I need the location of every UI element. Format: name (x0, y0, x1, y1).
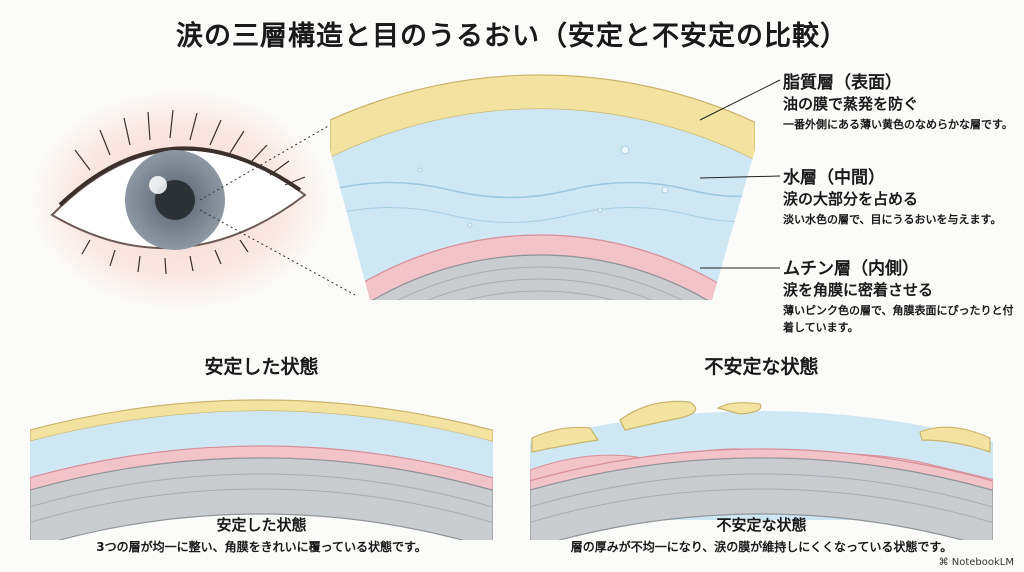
leader-lines (699, 79, 781, 269)
tear-film-cross-section (330, 74, 755, 300)
cornea (530, 457, 993, 540)
layer-subtitle: 涙の大部分を占める (783, 190, 919, 208)
layer-name: 脂質層（表面） (783, 73, 902, 93)
eye-illustration (30, 90, 356, 310)
cornea (330, 254, 755, 300)
unstable-caption: 不安定な状態 (716, 516, 807, 534)
cornea-stroke-line (330, 278, 755, 300)
layer-subtitle: 油の膜で蒸発を防ぐ (783, 95, 919, 113)
unstable-description: 層の厚みが不均一になり、涙の膜が維持しにくくなっている状態です。 (570, 540, 953, 554)
brand-watermark: ⌘ NotebookLM (939, 557, 1014, 568)
mucin-layer-label: ムチン層（内側） 涙を角膜に密着させる 薄いピンク色の層で、角膜表面にぴったりと… (783, 258, 1023, 336)
unstable-heading: 不安定な状態 (704, 356, 819, 378)
layer-subtitle: 涙を角膜に密着させる (783, 281, 934, 299)
stable-heading: 安定した状態 (204, 356, 319, 378)
notebooklm-logo-icon: ⌘ (938, 557, 952, 568)
cornea-stroke-line (530, 473, 993, 508)
cornea (30, 457, 493, 540)
layer-name: ムチン層（内側） (783, 259, 919, 279)
stable-description: 3つの層が均一に整い、角膜をきれいに覆っている状態です。 (96, 540, 427, 554)
water-layer (330, 109, 755, 300)
cornea-stroke-line (30, 488, 493, 524)
brand-name: NotebookLM (951, 557, 1014, 568)
cornea-stroke-line (530, 488, 993, 524)
lipid-layer-label: 脂質層（表面） 油の膜で蒸発を防ぐ 一番外側にある薄い黄色のなめらかな層です。 (783, 72, 1023, 133)
layer-description: 一番外側にある薄い黄色のなめらかな層です。 (783, 118, 1013, 131)
cornea-stroke-line (30, 473, 493, 508)
layer-description: 淡い水色の層で、目にうるおいを与えます。 (783, 213, 1002, 226)
layer-description: 薄いピンク色の層で、角膜表面にぴったりと付着しています。 (783, 304, 1014, 334)
stable-caption: 安定した状態 (216, 516, 307, 534)
page-title: 涙の三層構造と目のうるおい（安定と不安定の比較） (176, 21, 848, 52)
water-layer (30, 411, 493, 478)
cornea-stroke-line (330, 290, 755, 300)
water-layer-label: 水層（中間） 涙の大部分を占める 淡い水色の層で、目にうるおいを与えます。 (783, 167, 1023, 228)
stable-cross-section (30, 399, 493, 540)
cornea-stroke-line (330, 266, 755, 300)
unstable-cross-section (530, 400, 993, 540)
layer-name: 水層（中間） (783, 168, 885, 188)
